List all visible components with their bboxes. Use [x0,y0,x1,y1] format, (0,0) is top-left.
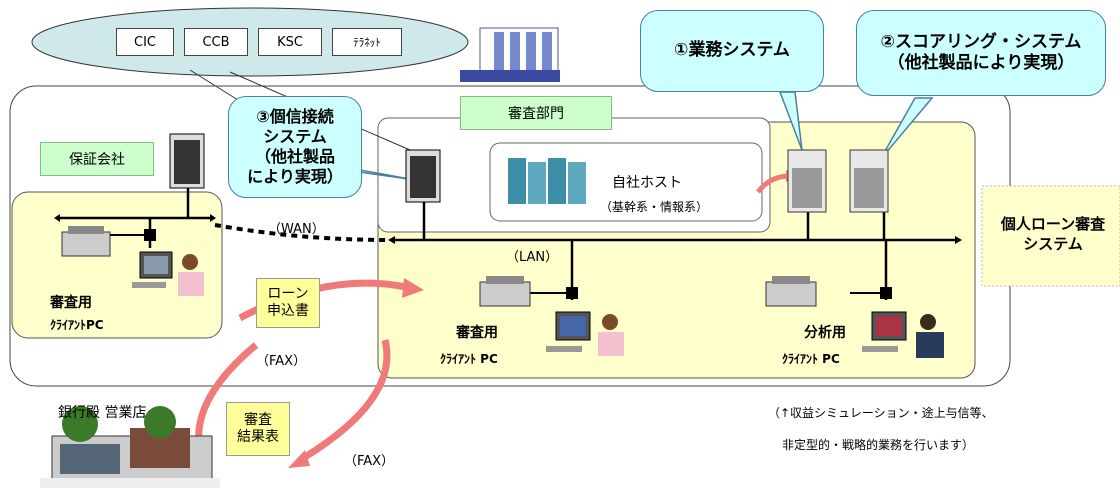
server-icon-scoring [849,149,889,213]
agency-ksc: KSC [258,28,322,56]
printer-icon-screening [479,276,531,307]
callout-personal-credit: ③個信接続 システム （他社製品 により実現） [228,96,362,198]
agency-teranet: ﾃﾗﾈｯﾄ [332,28,402,56]
analysis-note-line1: （↑収益シミュレーション・途上与信等、 [768,406,994,420]
loan-note-line2: 申込書 [267,303,309,319]
wan-label: （WAN） [268,222,325,237]
hq-building-icon [460,27,560,82]
client-guarantor-label1: 審査用 [50,295,92,311]
result-note-line2: 結果表 [237,429,279,445]
result-note-line1: 審査 [244,411,272,428]
agency-cic: CIC [116,28,174,56]
host-label: 自社ホスト [612,175,682,191]
callout-scoring-line2: （他社製品により実現） [887,53,1075,73]
callout-personal-line4: により実現） [247,167,343,186]
bank-branch-icon [40,406,220,488]
callout-business-system-text: ①業務システム [674,40,790,61]
loan-note-line1: ローン [267,285,309,302]
callout-personal-line1: ③個信接続 [256,107,334,126]
callout-personal-line2: システム [263,127,327,146]
system-label-box [981,185,1120,287]
fax-label-2: （FAX） [344,454,395,469]
printer-icon-analysis [765,276,817,307]
guarantor-label: 保証会社 [40,142,154,176]
server-icon-guarantor [169,133,205,189]
pc-icon-analysis [862,311,944,358]
screening-dept-label: 審査部門 [460,96,612,130]
callout-personal-line3: （他社製品 [254,147,335,166]
server-icon-business [787,149,827,213]
agency-ccb: CCB [184,28,248,56]
lan-label: （LAN） [506,250,559,265]
credit-bureau-ellipse [31,7,469,77]
server-icon-personal-credit [405,149,441,203]
loan-application-note: ローン 申込書 [256,278,320,328]
bank-branch-label: 銀行殿 営業店 [58,405,147,421]
client-guarantor-label2: ｸﾗｲｱﾝﾄPC [50,318,104,332]
callout-scoring-system: ②スコアリング・システム （他社製品により実現） [856,10,1106,96]
callout-scoring-line1: ②スコアリング・システム [880,31,1082,52]
system-label: 個人ローン審査 システム [986,214,1120,255]
client-screening-label1: 審査用 [456,325,498,341]
fax-label-1: （FAX） [256,354,307,369]
printer-icon-guarantor [61,226,111,257]
screening-result-note: 審査 結果表 [226,402,290,456]
analysis-note-line2: 非定型的・戦略的業務を行います） [782,438,975,452]
guarantor-zone [11,191,223,339]
host-sublabel: （基幹系・情報系） [600,200,709,214]
system-label-line2: システム [1023,235,1083,254]
client-screening-label2: ｸﾗｲｱﾝﾄ PC [440,352,498,366]
pc-icon-screening [546,311,624,356]
client-analysis-label2: ｸﾗｲｱﾝﾄ PC [782,352,840,366]
system-label-line1: 個人ローン審査 [1000,215,1106,233]
host-mainframe-icon [508,158,586,204]
pc-icon-guarantor [132,251,204,296]
callout-business-system: ①業務システム [640,10,824,92]
client-analysis-label1: 分析用 [804,325,846,341]
